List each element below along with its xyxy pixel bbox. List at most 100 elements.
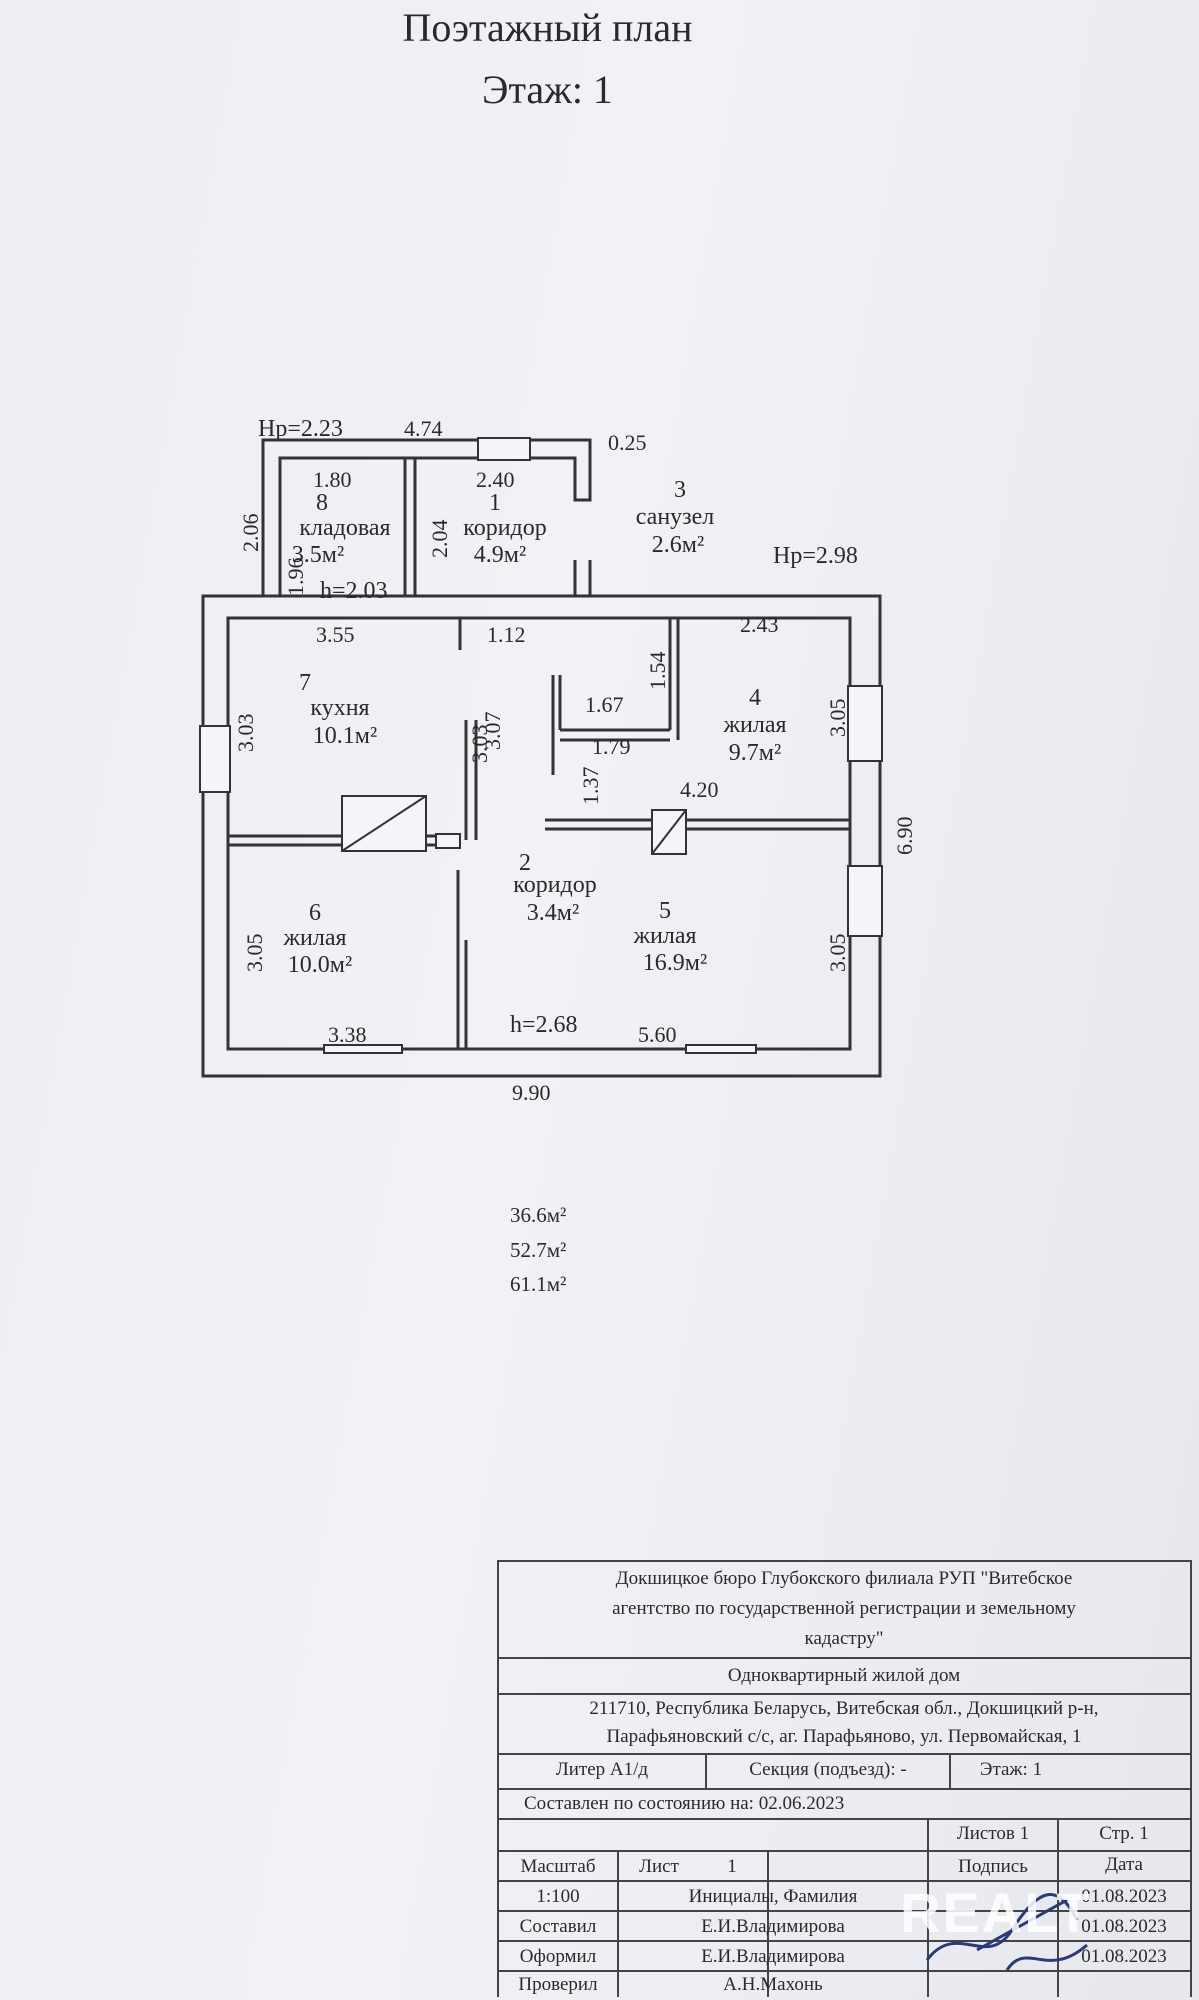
signature bbox=[925, 1893, 1088, 1971]
room-3-name: санузел bbox=[636, 504, 715, 530]
dim-label: 5.60 bbox=[638, 1022, 677, 1047]
dim-label: 3.55 bbox=[316, 622, 355, 647]
name-compiled: Е.И.Владимирова bbox=[701, 1916, 845, 1937]
room-5-number: 5 bbox=[659, 898, 671, 924]
name-checked: А.Н.Махонь bbox=[723, 1974, 823, 1995]
scale-value: 1:100 bbox=[536, 1886, 580, 1907]
name-formatted: Е.И.Владимирова bbox=[701, 1946, 845, 1967]
dim-label: 2.04 bbox=[427, 520, 452, 559]
role-checked: Проверил bbox=[518, 1974, 598, 1995]
room-4-number: 4 bbox=[749, 685, 761, 711]
frame-line bbox=[497, 1753, 1192, 1755]
room-8-name: кладовая bbox=[299, 515, 390, 541]
role-formatted: Оформил bbox=[519, 1946, 597, 1967]
page-title: Поэтажный план bbox=[402, 5, 693, 50]
total-area-general: 52.7м² bbox=[510, 1238, 567, 1262]
dim-label: 3.05 bbox=[825, 934, 850, 973]
dim-label: 4.20 bbox=[680, 777, 719, 802]
dim-label: 3.07 bbox=[480, 712, 505, 751]
org-line-3: кадастру" bbox=[804, 1628, 884, 1649]
frame-line bbox=[927, 1818, 929, 1997]
object-name: Однoквартирный жилой дом bbox=[727, 1665, 961, 1686]
h-main-label: h=2.68 bbox=[510, 1012, 578, 1038]
room-4-area: 9.7м² bbox=[729, 740, 781, 766]
liter-value: Литер А1/д bbox=[555, 1759, 649, 1780]
role-compiled: Составил bbox=[519, 1916, 597, 1937]
windows bbox=[199, 437, 883, 1054]
frame-line bbox=[497, 1657, 1192, 1659]
frame-line bbox=[497, 1880, 1192, 1882]
hp-left-label: Нр=2.23 bbox=[258, 416, 343, 442]
dim-label: 6.90 bbox=[892, 817, 917, 856]
date-compiled: 01.08.2023 bbox=[1081, 1886, 1167, 1907]
room-5-area: 16.9м² bbox=[643, 950, 707, 976]
org-line-2: агентство по государственной регистрации… bbox=[612, 1598, 1076, 1619]
scale-label: Масштаб bbox=[520, 1856, 596, 1877]
frame-line bbox=[497, 1693, 1192, 1695]
room-8-area: 3.5м² bbox=[292, 542, 344, 568]
frame-line bbox=[1057, 1818, 1059, 1997]
dim-label: 9.90 bbox=[512, 1080, 551, 1105]
room-6-name: жилая bbox=[282, 925, 346, 951]
room-1-area: 4.9м² bbox=[474, 542, 526, 568]
address-line-2: Парафьяновский с/с, аг. Парафьяново, ул.… bbox=[606, 1726, 1082, 1747]
dim-label: 1.80 bbox=[313, 467, 352, 492]
room-8-number: 8 bbox=[316, 490, 328, 516]
sheet-number: 1 bbox=[727, 1856, 737, 1877]
room-5-name: жилая bbox=[632, 923, 696, 949]
sheets-count: Листов 1 bbox=[956, 1823, 1030, 1844]
frame-line bbox=[767, 1850, 769, 1997]
room-labels: 1 коридор 4.9м² 2 коридор 3.4м² 3 санузе… bbox=[282, 477, 786, 978]
page-number: Стр. 1 bbox=[1099, 1823, 1149, 1844]
room-2-area: 3.4м² bbox=[527, 900, 579, 926]
room-7-area: 10.1м² bbox=[313, 723, 377, 749]
section-value: Секция (подъезд): - bbox=[749, 1759, 907, 1780]
dimension-labels: 4.74 0.25 1.80 2.40 3.55 1.12 2.43 1.67 … bbox=[233, 416, 917, 1105]
frame-line bbox=[617, 1850, 619, 1997]
watermark-logo: REALT bbox=[900, 1881, 1093, 1944]
dim-label: 3.05 bbox=[825, 699, 850, 738]
room-7-name: кухня bbox=[310, 695, 369, 721]
frame-line bbox=[705, 1753, 707, 1788]
frame-line bbox=[497, 1818, 1192, 1820]
frame-line bbox=[497, 1560, 499, 1997]
stamp-floor: Этаж: 1 bbox=[979, 1759, 1043, 1780]
dim-label: 3.05 bbox=[242, 934, 267, 973]
height-labels: Нр=2.23 Нр=2.98 h=2.03 h=2.68 bbox=[258, 416, 858, 1038]
dim-label: 3.03 bbox=[467, 725, 492, 764]
room-4-name: жилая bbox=[722, 712, 786, 738]
appliances bbox=[341, 795, 687, 855]
hp-right-label: Нр=2.98 bbox=[773, 543, 858, 569]
dim-label: 1.67 bbox=[585, 692, 624, 717]
room-3-area: 2.6м² bbox=[652, 532, 704, 558]
dim-label: 0.25 bbox=[608, 430, 647, 455]
room-3-number: 3 bbox=[674, 477, 686, 503]
total-area-living: 36.6м² bbox=[510, 1203, 567, 1227]
org-line-1: Докшицкое бюро Глубокского филиала РУП "… bbox=[615, 1568, 1073, 1589]
h-storage-label: h=2.03 bbox=[320, 578, 388, 604]
frame-line bbox=[497, 1910, 1192, 1912]
date-checked: 01.08.2023 bbox=[1081, 1946, 1167, 1967]
dim-label: 2.06 bbox=[238, 514, 263, 553]
frame-line bbox=[497, 1940, 1192, 1942]
sheet-label: Лист bbox=[639, 1856, 679, 1877]
frame-line bbox=[949, 1753, 951, 1788]
frame-line bbox=[497, 1788, 1192, 1790]
dim-label: 2.43 bbox=[740, 612, 779, 637]
room-6-number: 6 bbox=[309, 900, 321, 926]
room-1-name: коридор bbox=[463, 515, 547, 541]
room-2-number: 2 bbox=[519, 850, 531, 876]
frame-line bbox=[1190, 1560, 1192, 1997]
sign-label: Подпись bbox=[958, 1856, 1028, 1877]
total-area-full: 61.1м² bbox=[510, 1272, 567, 1296]
dim-label: 1.54 bbox=[645, 652, 670, 691]
room-7-number: 7 bbox=[299, 670, 311, 696]
room-6-area: 10.0м² bbox=[288, 952, 352, 978]
frame-line bbox=[497, 1560, 1192, 1562]
dim-label: 1.37 bbox=[578, 767, 603, 806]
frame-line bbox=[497, 1970, 1192, 1972]
frame-line bbox=[497, 1850, 1192, 1852]
dim-label: 3.38 bbox=[328, 1022, 367, 1047]
